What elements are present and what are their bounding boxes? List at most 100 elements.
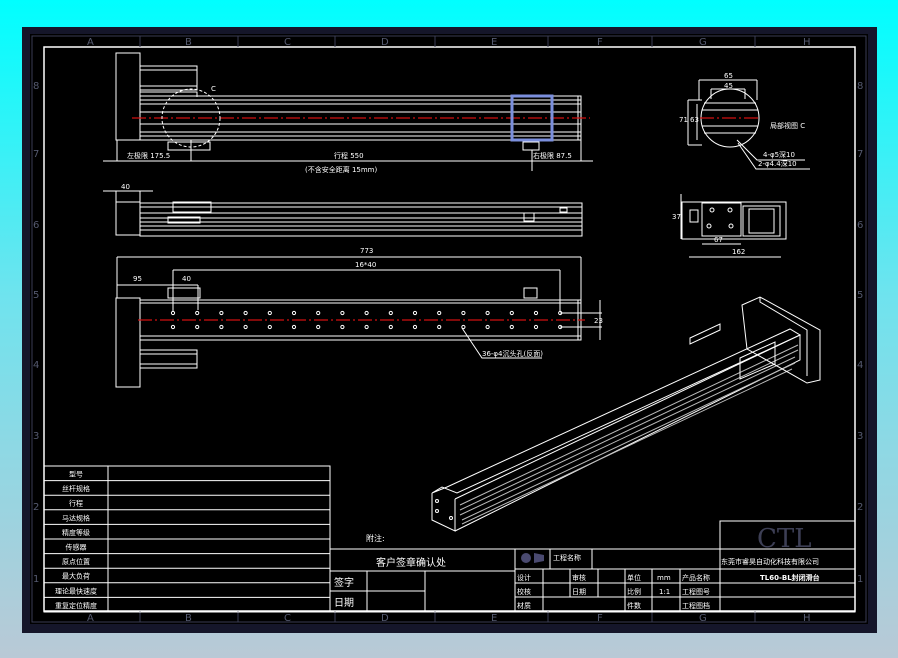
hole xyxy=(316,310,321,316)
spec-label: 最大负荷 xyxy=(62,572,90,581)
column-label: G xyxy=(699,37,707,48)
project-name-label: 工程名称 xyxy=(553,553,581,562)
hole xyxy=(388,310,393,316)
column-label: D xyxy=(381,613,389,624)
company-logo: CTL xyxy=(757,524,812,554)
material-label: 材质 xyxy=(517,601,531,610)
spec-value-cell xyxy=(109,511,329,524)
column-ruler: A B C D E F G H A B C D E F G H xyxy=(87,36,811,624)
hole xyxy=(267,310,272,316)
hole xyxy=(170,324,176,330)
dimension-right-limit: 右极限 87.5 xyxy=(533,151,572,160)
dimension-overall: 773 xyxy=(360,247,373,255)
row-label: 7 xyxy=(33,149,39,160)
holes-note: 36-φ4沉头孔(反面) xyxy=(482,349,543,358)
row-label: 1 xyxy=(857,574,863,585)
sign-label: 签字 xyxy=(334,576,354,589)
row-label: 6 xyxy=(857,220,863,231)
spec-value-cell xyxy=(109,555,329,568)
bottom-view[interactable]: 773 16*40 95 40 36-φ4沉头孔(反面) 23 xyxy=(115,247,603,388)
row-label: 4 xyxy=(33,360,39,371)
quantity-label: 件数 xyxy=(627,601,641,610)
hole xyxy=(340,324,345,330)
hole xyxy=(388,324,393,330)
spec-value-cell xyxy=(109,569,329,582)
row-label: 3 xyxy=(857,431,863,442)
dimension-pitch: 16*40 xyxy=(355,261,376,269)
row-label: 3 xyxy=(33,431,39,442)
row-label: 5 xyxy=(857,290,863,301)
stroke-note: (不含安全距离 15mm) xyxy=(305,165,378,174)
dimension-stroke: 行程 550 xyxy=(334,151,364,160)
date-field-label: 日期 xyxy=(572,588,586,596)
row-label: 1 xyxy=(33,574,39,585)
row-label: 7 xyxy=(857,149,863,160)
column-label: A xyxy=(87,37,94,48)
review-label: 审核 xyxy=(572,573,586,582)
side-view[interactable]: 40 xyxy=(103,183,583,237)
hole xyxy=(243,310,248,316)
row-label: 2 xyxy=(33,502,39,513)
isometric-view[interactable] xyxy=(431,296,821,532)
remarks-label: 附注: xyxy=(366,533,385,543)
drawing-file-label: 工程图档 xyxy=(682,601,710,610)
customer-title: 客户签章确认处 xyxy=(376,556,446,569)
column-label: C xyxy=(284,37,291,48)
row-label: 6 xyxy=(33,220,39,231)
hole xyxy=(219,324,224,330)
dimension-offset: 95 xyxy=(133,275,142,283)
hole xyxy=(437,310,442,316)
scale-label: 比例 xyxy=(627,587,641,596)
dimension-37: 37 xyxy=(672,213,681,221)
top-view[interactable]: C 左极限 175.5 行程 550 右极限 87.5 (不含安全距离 15mm… xyxy=(103,52,593,174)
spec-value-cell xyxy=(109,482,329,495)
detail-note-2: 2-φ4.4深10 xyxy=(758,159,797,168)
spec-label: 理论最快速度 xyxy=(55,586,97,595)
column-label: F xyxy=(597,613,603,624)
spec-value-cell xyxy=(109,598,329,611)
hole xyxy=(485,324,490,330)
hole xyxy=(509,324,514,330)
hole xyxy=(291,324,297,330)
hole xyxy=(461,310,466,316)
dimension-71: 71 xyxy=(679,116,688,124)
spec-label: 型号 xyxy=(69,470,83,479)
hole xyxy=(437,324,442,330)
hole xyxy=(267,324,272,330)
dimension-45: 45 xyxy=(724,82,733,90)
hole xyxy=(170,310,176,316)
row-label: 8 xyxy=(857,81,863,92)
selection-highlight[interactable] xyxy=(510,94,554,142)
hole xyxy=(195,324,200,330)
spec-value-cell xyxy=(109,584,329,597)
inner-border xyxy=(43,46,856,612)
hole xyxy=(195,310,200,316)
column-label: C xyxy=(284,613,291,624)
end-view[interactable]: 37 67 162 xyxy=(672,194,787,258)
dimension-63: 63 xyxy=(690,116,699,124)
hole xyxy=(316,324,321,330)
hole xyxy=(533,310,539,316)
outer-border xyxy=(31,35,867,623)
unit-label: 单位 xyxy=(627,573,641,582)
hole xyxy=(509,310,514,316)
dimension-slider: 40 xyxy=(182,275,191,283)
column-label: H xyxy=(803,37,811,48)
spec-label: 传感器 xyxy=(66,543,87,552)
customer-confirmation: 客户签章确认处 签字 日期 xyxy=(329,548,516,613)
dimension-width: 23 xyxy=(594,317,603,325)
hole xyxy=(533,324,539,330)
spec-label: 丝杆规格 xyxy=(62,484,90,493)
column-label: E xyxy=(491,613,497,624)
hole xyxy=(364,324,369,330)
hole xyxy=(412,324,418,330)
dimension-162: 162 xyxy=(732,248,745,256)
spec-label: 原点位置 xyxy=(62,557,90,566)
hole xyxy=(461,324,466,330)
detail-view-c[interactable]: 65 45 71 63 局部视图 C 4-φ5深10 2-φ4.4深10 xyxy=(679,72,810,170)
scale-value: 1:1 xyxy=(659,588,670,596)
column-label: G xyxy=(699,613,707,624)
column-label: D xyxy=(381,37,389,48)
